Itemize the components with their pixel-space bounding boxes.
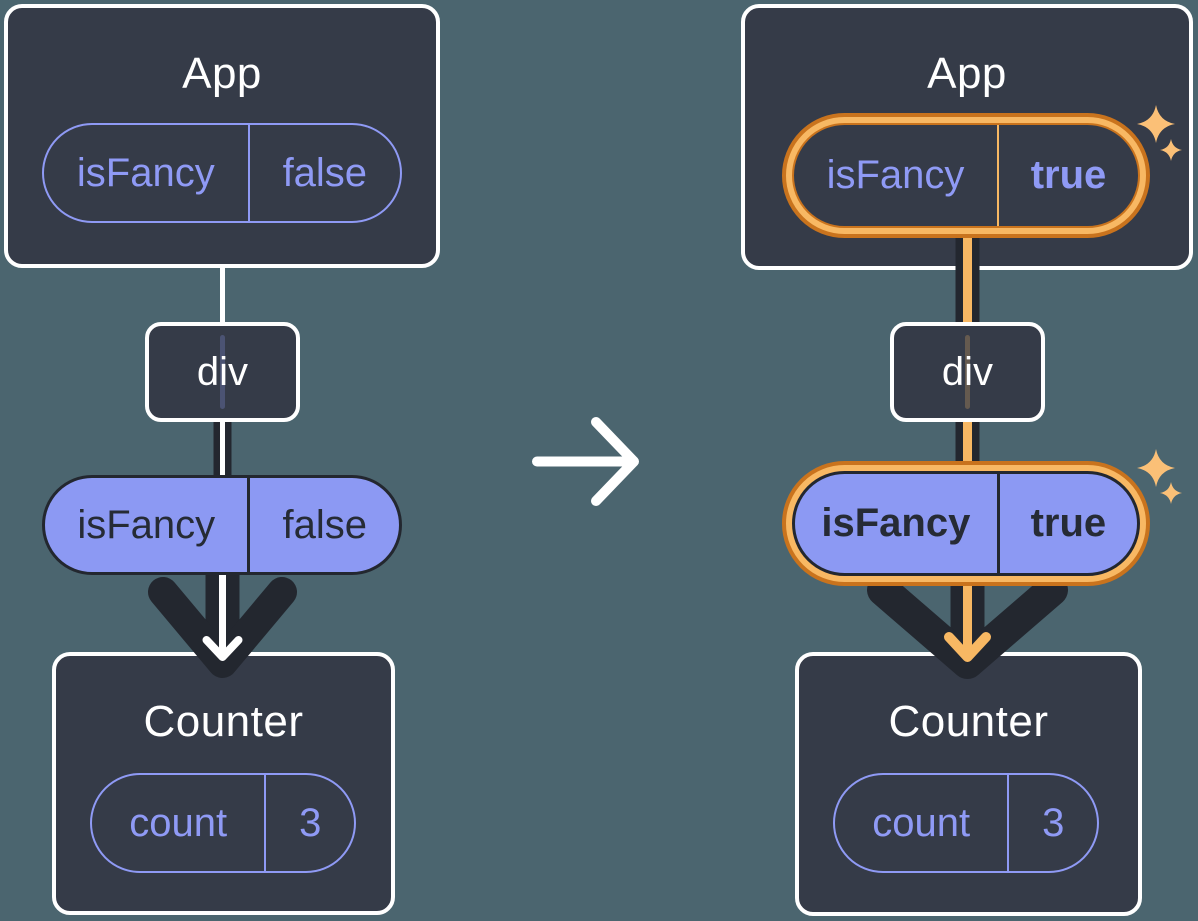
state-value: true — [1030, 153, 1107, 197]
app-state-pill-after: isFancy true — [792, 123, 1140, 228]
counter-state-pill-after: count 3 — [833, 773, 1099, 873]
counter-state-pill-before: count 3 — [90, 773, 356, 873]
prop-trace-line — [220, 335, 225, 409]
counter-title: Counter — [143, 697, 304, 746]
prop-pill-before: isFancy false — [42, 475, 402, 575]
app-state-pill-highlight-ring: isFancy true — [782, 113, 1150, 238]
state-value: false — [282, 150, 368, 195]
state-key: count — [92, 775, 267, 871]
prop-pill-after: isFancy true — [792, 471, 1140, 576]
app-title: App — [182, 49, 262, 98]
div-node-after: div — [890, 322, 1045, 422]
prop-trace-line — [965, 335, 970, 409]
prop-value: false — [282, 502, 367, 547]
counter-title: Counter — [888, 697, 1049, 746]
prop-flow-arrow-after — [867, 574, 1068, 679]
prop-value: true — [1030, 501, 1107, 545]
app-state-pill-before: isFancy false — [42, 123, 402, 223]
state-key: isFancy — [794, 125, 999, 226]
state-key: count — [835, 775, 1010, 871]
state-key: isFancy — [44, 125, 250, 221]
app-title: App — [927, 49, 1007, 98]
prop-key: isFancy — [795, 474, 1000, 573]
state-value: 3 — [1042, 800, 1065, 845]
div-label: div — [196, 349, 249, 394]
div-label: div — [941, 349, 994, 394]
prop-flow-arrow-before — [148, 572, 297, 678]
transition-arrow-icon — [532, 417, 639, 506]
state-value: 3 — [299, 800, 322, 845]
prop-pill-highlight-ring: isFancy true — [782, 461, 1150, 586]
prop-key: isFancy — [45, 478, 251, 572]
div-node-before: div — [145, 322, 300, 422]
sparkle-icon — [1137, 449, 1175, 487]
sparkle-icon — [1159, 481, 1183, 505]
